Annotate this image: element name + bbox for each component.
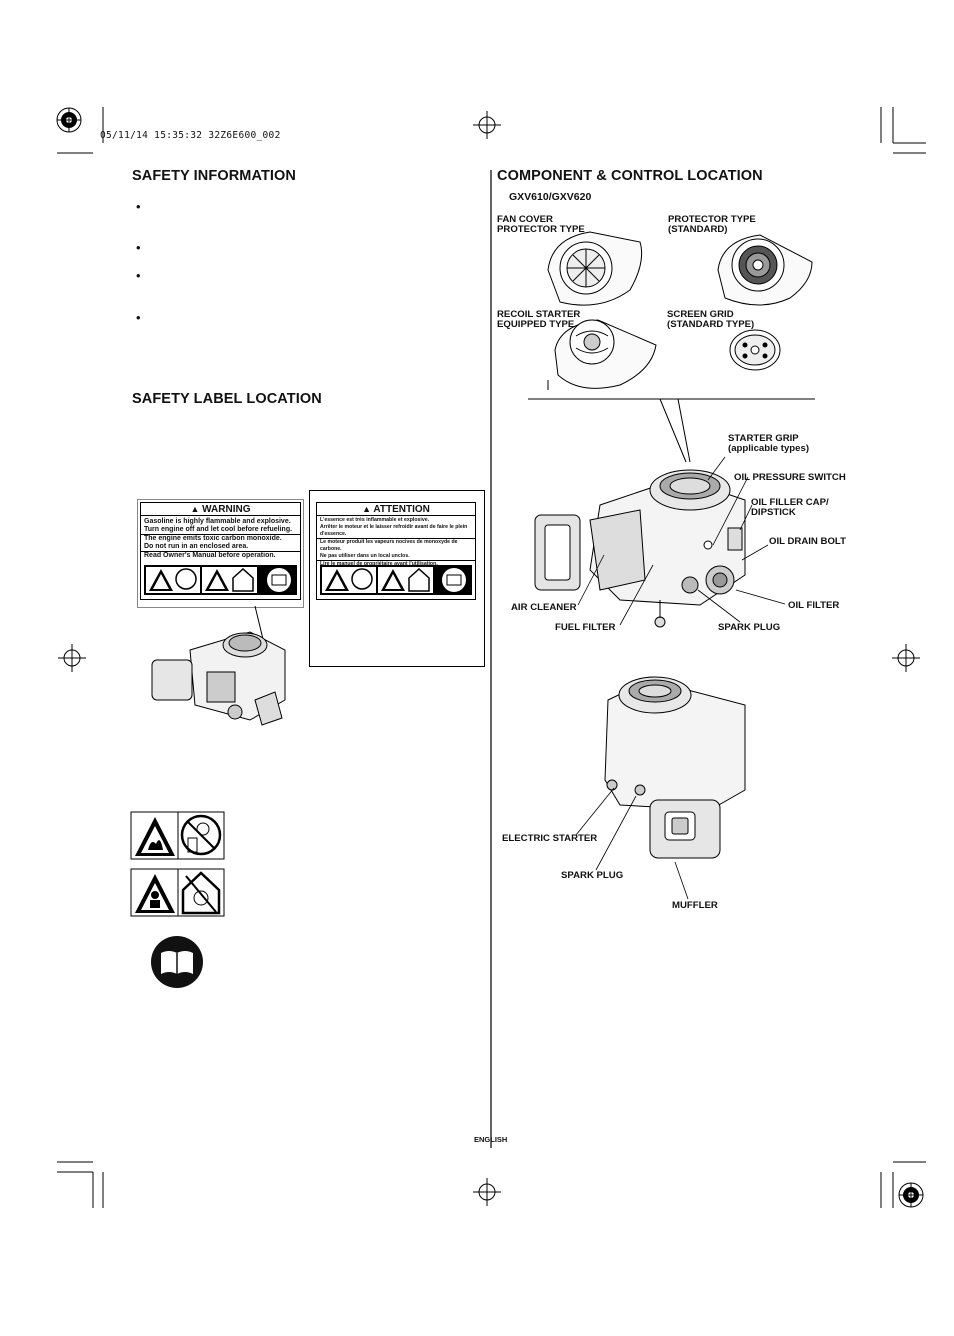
warning-triangle-icon: ▲ xyxy=(362,504,371,514)
air-cleaner-callout: AIR CLEANER xyxy=(511,602,577,613)
spark-plug-callout: SPARK PLUG xyxy=(718,622,781,633)
bullet: • xyxy=(136,268,141,283)
warning-pictogram-strip xyxy=(144,565,297,595)
attention-label: ▲ ATTENTION L'essence est très inflammab… xyxy=(316,502,476,600)
attention-pictogram-strip xyxy=(320,565,472,595)
language-footer: ENGLISH xyxy=(474,1135,508,1144)
oil-pressure-switch-callout: OIL PRESSURE SWITCH xyxy=(734,472,846,483)
oil-filter-callout: OIL FILTER xyxy=(788,600,840,611)
attention-text-line: Le moteur produit les vapeurs nocives de… xyxy=(320,539,458,552)
warning-text-line: The engine emits toxic carbon monoxide. xyxy=(144,535,282,542)
warning-text-line: Read Owner's Manual before operation. xyxy=(144,552,276,559)
safety-label-location-title: SAFETY LABEL LOCATION xyxy=(132,391,322,407)
component-location-title: COMPONENT & CONTROL LOCATION xyxy=(497,168,763,184)
protector-type-standard-label: PROTECTOR TYPE (STANDARD) xyxy=(668,214,756,235)
fan-cover-protector-type-label: FAN COVER PROTECTOR TYPE xyxy=(497,214,585,235)
warning-label-frame xyxy=(137,499,304,608)
starter-grip-callout: STARTER GRIP (applicable types) xyxy=(728,433,810,454)
warning-text-line: Gasoline is highly flammable and explosi… xyxy=(144,518,291,525)
attention-text-line: L'essence est très inflammable et explos… xyxy=(320,517,430,523)
warning-text-line: Turn engine off and let cool before refu… xyxy=(141,526,300,535)
bullet: • xyxy=(136,199,141,214)
muffler-callout: MUFFLER xyxy=(672,900,718,911)
warning-triangle-icon: ▲ xyxy=(190,504,200,514)
safety-information-title: SAFETY INFORMATION xyxy=(132,168,296,184)
oil-drain-bolt-callout: OIL DRAIN BOLT xyxy=(769,536,846,547)
warning-label: ▲ WARNING Gasoline is highly flammable a… xyxy=(140,502,301,600)
warning-title: ▲ WARNING xyxy=(141,503,300,516)
recoil-starter-type-label: RECOIL STARTER EQUIPPED TYPE xyxy=(497,309,581,330)
electric-starter-callout: ELECTRIC STARTER xyxy=(502,833,598,844)
attention-title: ▲ ATTENTION xyxy=(317,503,475,516)
warning-text-line: Do not run in an enclosed area. xyxy=(141,543,300,552)
fuel-filter-callout: FUEL FILTER xyxy=(555,622,616,633)
model-name: GXV610/GXV620 xyxy=(509,191,592,203)
oil-filler-cap-callout: OIL FILLER CAP/ DIPSTICK xyxy=(751,497,829,518)
attention-label-frame xyxy=(309,490,485,667)
bullet: • xyxy=(136,240,141,255)
attention-text-line: Lire le manuel de propriétaire avant l'u… xyxy=(320,561,438,567)
bullet: • xyxy=(136,310,141,325)
print-timestamp: 05/11/14 15:35:32 32Z6E600_002 xyxy=(100,130,281,141)
attention-text-line: Arrêter le moteur et le laisser refroidi… xyxy=(317,524,475,539)
screen-grid-standard-label: SCREEN GRID (STANDARD TYPE) xyxy=(667,309,755,330)
spark-plug-callout: SPARK PLUG xyxy=(561,870,624,881)
attention-text-line: Ne pas utiliser dans un local unclos. xyxy=(317,553,475,561)
